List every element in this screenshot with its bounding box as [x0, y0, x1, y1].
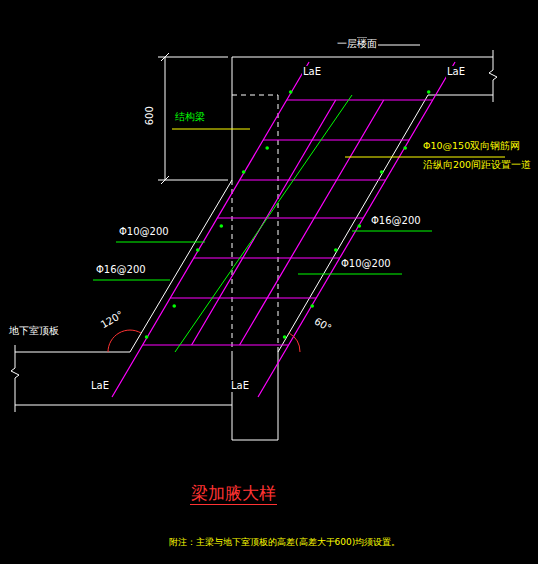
- rebar-dot: [427, 90, 431, 94]
- hidden-line: [232, 95, 278, 352]
- leader-line: [172, 129, 250, 130]
- beam-edge: [232, 57, 233, 180]
- tie-rebar: [263, 139, 409, 140]
- drawing-label: 结构梁: [174, 111, 206, 123]
- basement-slab-top: [15, 352, 130, 353]
- rebar-dot: [289, 90, 293, 94]
- tie-rebar: [194, 257, 340, 258]
- angle-arc: [108, 330, 141, 352]
- drawing-label: 地下室顶板: [8, 326, 60, 337]
- rebar-dot: [172, 304, 176, 308]
- rebar-dot: [357, 224, 361, 228]
- drawing-label: Φ10@200: [118, 226, 170, 238]
- drawing-label: LaE: [230, 380, 250, 392]
- tie-rebar: [240, 179, 386, 180]
- slab-top: [232, 57, 493, 58]
- rebar-dot: [265, 146, 269, 150]
- tie-rebar: [143, 344, 289, 345]
- rebar-dot: [334, 248, 338, 252]
- angle-arc: [289, 333, 300, 352]
- mesh-rebar: [240, 100, 384, 345]
- drawing-label: LaE: [90, 380, 110, 392]
- slab-bottom: [428, 95, 493, 96]
- leader-line: [352, 231, 432, 232]
- haunch-edge: [278, 95, 428, 352]
- drawing-label: 沿纵向200间距设置一道: [422, 160, 532, 171]
- rebar-dot: [219, 224, 223, 228]
- tie-rebar: [170, 297, 316, 298]
- main-rebar: [258, 62, 455, 397]
- basement-slab-bottom: [15, 405, 232, 406]
- drawing-label: Φ16@200: [95, 264, 147, 276]
- drawing-note: 附注：主梁与地下室顶板的高差(高差大于600)均须设置。: [168, 537, 401, 547]
- leader-line: [345, 157, 505, 158]
- break-symbol: [11, 345, 19, 412]
- rebar-dot: [283, 335, 287, 339]
- distribution-bar: [175, 95, 352, 352]
- leader-line: [116, 242, 205, 243]
- drawing-label: Φ16@200: [370, 215, 422, 227]
- rebar-dot: [310, 304, 314, 308]
- main-rebar: [112, 62, 309, 397]
- drawing-title: 梁加腋大样: [190, 484, 277, 505]
- tie-rebar: [217, 217, 363, 218]
- drawing-label: LaE: [446, 66, 466, 78]
- rebar-dot: [196, 248, 200, 252]
- rebar-dot: [145, 335, 149, 339]
- drawing-label: LaE: [302, 66, 322, 78]
- leader-line: [298, 274, 402, 275]
- break-symbol: [489, 50, 497, 102]
- rebar-dot: [242, 170, 246, 174]
- drawing-label: 一层楼面: [336, 38, 378, 50]
- leader-line: [93, 280, 170, 281]
- drawing-label: 120°: [98, 308, 126, 331]
- drawing-label: Φ10@150双向钢筋网: [422, 141, 521, 152]
- dimension-line: [158, 53, 228, 184]
- drawing-label: 600: [144, 105, 156, 126]
- tie-rebar: [287, 99, 433, 100]
- drawing-label: 60°: [311, 315, 334, 335]
- drawing-label: Φ10@200: [340, 258, 392, 270]
- rebar-dot: [403, 146, 407, 150]
- beam-edge: [232, 352, 278, 440]
- rebar-dot: [380, 170, 384, 174]
